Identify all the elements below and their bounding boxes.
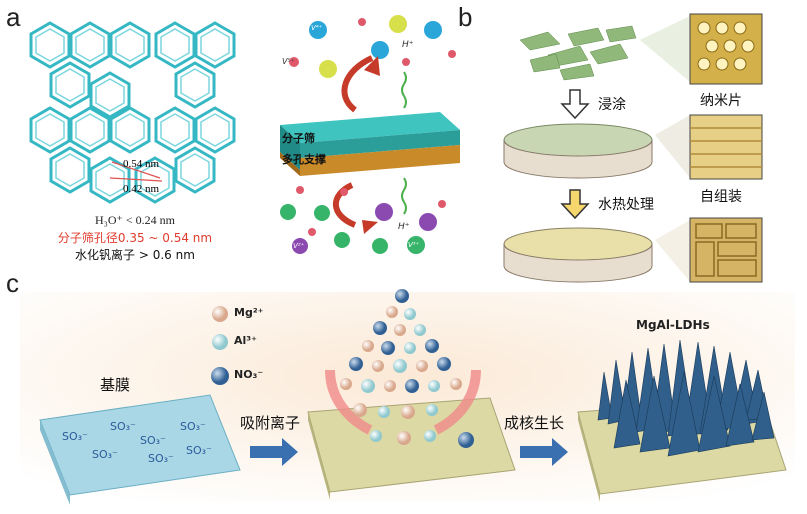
intergrowth-thumbnail [689,217,763,283]
nanosheet-thumbnail [689,13,763,85]
product-label: MgAl-LDHs [636,318,710,332]
step-nucleate-grow: 成核生长 [504,414,565,432]
substrate-label: 基膜 [100,376,131,394]
so3-label-3: SO₃⁻ [140,434,166,447]
so3-label-5: SO₃⁻ [92,448,118,461]
ion-v3-label: V³⁺ [408,241,420,249]
legend-mg: Mg²⁺ [234,306,264,319]
ion-v5-label: V⁵⁺ [282,57,295,66]
h3o-size-caption: H₃O⁺ < 0.24 nm [95,213,175,227]
step-hydrothermal: 水热处理 [598,197,654,213]
so3-label-4: SO₃⁻ [180,420,206,433]
measure-label-2: 0.42 nm [123,183,160,195]
panel-b-letter: b [458,2,473,32]
vanadium-size-caption: 水化钒离子 > 0.6 nm [75,248,195,262]
ldh-crystals [597,339,775,457]
ion-v4-label: V⁴⁺ [311,24,323,32]
so3-label-2: SO₃⁻ [110,420,136,433]
ion-h-top-label: H⁺ [402,40,414,50]
membrane-bottom-label: 多孔支撑 [282,153,326,166]
membrane-top-label: 分子筛 [282,132,315,145]
legend-al: Al³⁺ [234,334,257,347]
so3-label-7: SO₃⁻ [186,444,212,457]
pore-size-caption: 分子筛孔径0.35 ~ 0.54 nm [57,231,213,245]
legend-no3: NO₃⁻ [234,368,264,381]
so3-label-6: SO₃⁻ [148,452,174,465]
measure-label-1: 0.54 nm [123,158,160,170]
ion-pyramid [340,289,474,448]
result-self-assembly: 自组装 [700,189,742,205]
ion-v2-label: V²⁺ [293,242,305,250]
measure-line-2 [109,177,163,182]
panel-a-letter: a [6,2,21,32]
result-intergrowth: 交互生长 [692,293,748,309]
result-nanosheet: 纳米片 [700,93,742,109]
lattice-cages [29,21,236,204]
ion-h-bottom-label: H⁺ [398,222,410,232]
panel-c-letter: c [6,268,19,298]
so3-label-1: SO₃⁻ [62,430,88,443]
step-adsorb-ions: 吸附离子 [240,414,301,432]
step-dip-coating: 浸涂 [598,97,626,113]
self-assembly-thumbnail [689,114,763,180]
